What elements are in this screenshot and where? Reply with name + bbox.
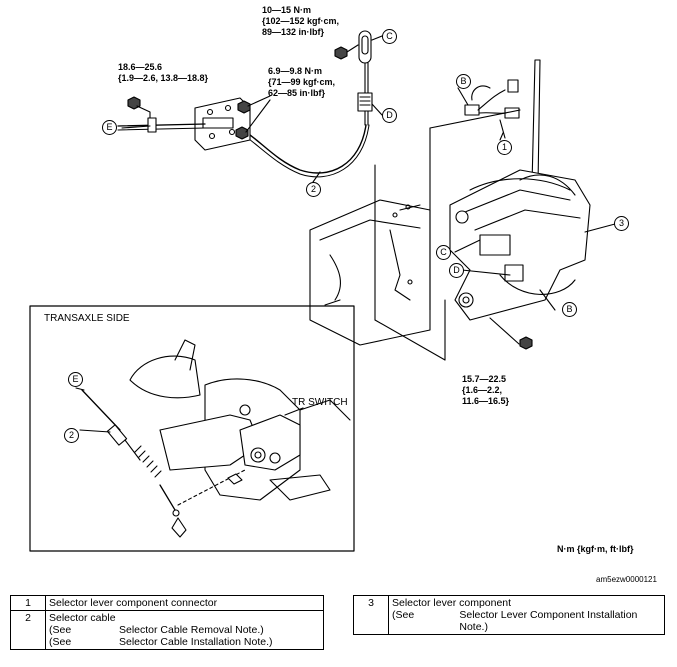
- cable-bracket: [194, 97, 251, 151]
- torque-line: 18.6—25.6: [118, 62, 163, 72]
- legend-table-right: 3 Selector lever component (See Selector…: [353, 595, 665, 635]
- legend-desc: Selector lever component: [392, 597, 512, 609]
- cable-clevis-c: [357, 30, 373, 126]
- legend-note: (See Selector Cable Installation Note.): [49, 636, 320, 648]
- legend-num: 2: [10, 610, 46, 650]
- torque-line: 62—85 in·lbf}: [268, 88, 326, 98]
- legend-row: 3 Selector lever component (See Selector…: [353, 595, 665, 635]
- callout-c-upper: C: [382, 29, 397, 44]
- diagram-artwork: [29, 30, 616, 552]
- torque-line: 11.6—16.5}: [462, 396, 510, 406]
- torque-line: 6.9—9.8 N·m: [268, 66, 323, 76]
- tr-switch-label: TR SWITCH: [292, 397, 348, 408]
- connector-1: [464, 79, 520, 139]
- legend-desc: Selector lever component connector: [45, 595, 324, 611]
- callout-d-upper: D: [382, 108, 397, 123]
- callout-2-upper: 2: [306, 182, 321, 197]
- callout-d-lower: D: [449, 263, 464, 278]
- callout-c-lower: C: [436, 245, 451, 260]
- note-ref-link[interactable]: Selector Lever Component Installation No…: [459, 609, 638, 633]
- torque-line: 15.7—22.5: [462, 374, 507, 384]
- legend-num: 3: [353, 595, 389, 635]
- inset-title: TRANSAXLE SIDE: [44, 313, 130, 324]
- legend-num: 1: [10, 595, 46, 611]
- legend-desc-cell: Selector lever component (See Selector L…: [388, 595, 665, 635]
- note-see: (See: [49, 636, 72, 648]
- callout-e-inset: E: [68, 372, 83, 387]
- transaxle-side-art: [129, 339, 351, 501]
- callout-b-lower: B: [562, 302, 577, 317]
- callout-1-upper: 1: [497, 140, 512, 155]
- torque-line: {71—99 kgf·cm,: [268, 77, 336, 87]
- vehicle-floor-panel: [309, 199, 431, 346]
- torque-spec-bracket: 6.9—9.8 N·m {71—99 kgf·cm, 62—85 in·lbf}: [268, 66, 335, 99]
- figure-code: am5ezw0000121: [596, 575, 657, 584]
- inset-cable: [75, 387, 246, 538]
- callout-e-upper: E: [102, 120, 117, 135]
- legend-row: 2 Selector cable (See Selector Cable Rem…: [10, 610, 324, 650]
- legend-desc-cell: Selector cable (See Selector Cable Remov…: [45, 610, 324, 650]
- torque-line: 10—15 N·m: [262, 5, 312, 15]
- legend-note: (See Selector Lever Component Installati…: [392, 609, 661, 633]
- note-see: (See: [392, 609, 415, 621]
- torque-spec-left: 18.6—25.6 {1.9—2.6, 13.8—18.8}: [118, 62, 208, 84]
- legend-table-left: 1 Selector lever component connector 2 S…: [10, 595, 324, 650]
- note-ref-link[interactable]: Selector Cable Installation Note.): [119, 636, 273, 648]
- note-see: (See: [49, 624, 72, 636]
- selector-lever-component: [449, 59, 591, 321]
- units-note: N·m {kgf·m, ft·lbf}: [557, 544, 634, 554]
- legend-desc: Selector cable: [49, 612, 116, 624]
- torque-line: {102—152 kgf·cm,: [262, 16, 340, 26]
- legend-note: (See Selector Cable Removal Note.): [49, 624, 320, 636]
- note-ref-link[interactable]: Selector Cable Removal Note.): [119, 624, 264, 636]
- torque-spec-lower: 15.7—22.5 {1.6—2.2, 11.6—16.5}: [462, 374, 509, 407]
- callout-2-inset: 2: [64, 428, 79, 443]
- torque-line: 89—132 in·lbf}: [262, 27, 325, 37]
- torque-line: {1.9—2.6, 13.8—18.8}: [118, 73, 209, 83]
- callout-b-upper: B: [456, 74, 471, 89]
- exploded-diagram: 10—15 N·m {102—152 kgf·cm, 89—132 in·lbf…: [29, 5, 657, 584]
- callout-3: 3: [614, 216, 629, 231]
- torque-spec-upper: 10—15 N·m {102—152 kgf·cm, 89—132 in·lbf…: [262, 5, 339, 38]
- inset-box: [29, 305, 355, 552]
- torque-line: {1.6—2.2,: [462, 385, 503, 395]
- nut-upper: [334, 44, 359, 60]
- legend-row: 1 Selector lever component connector: [10, 595, 324, 611]
